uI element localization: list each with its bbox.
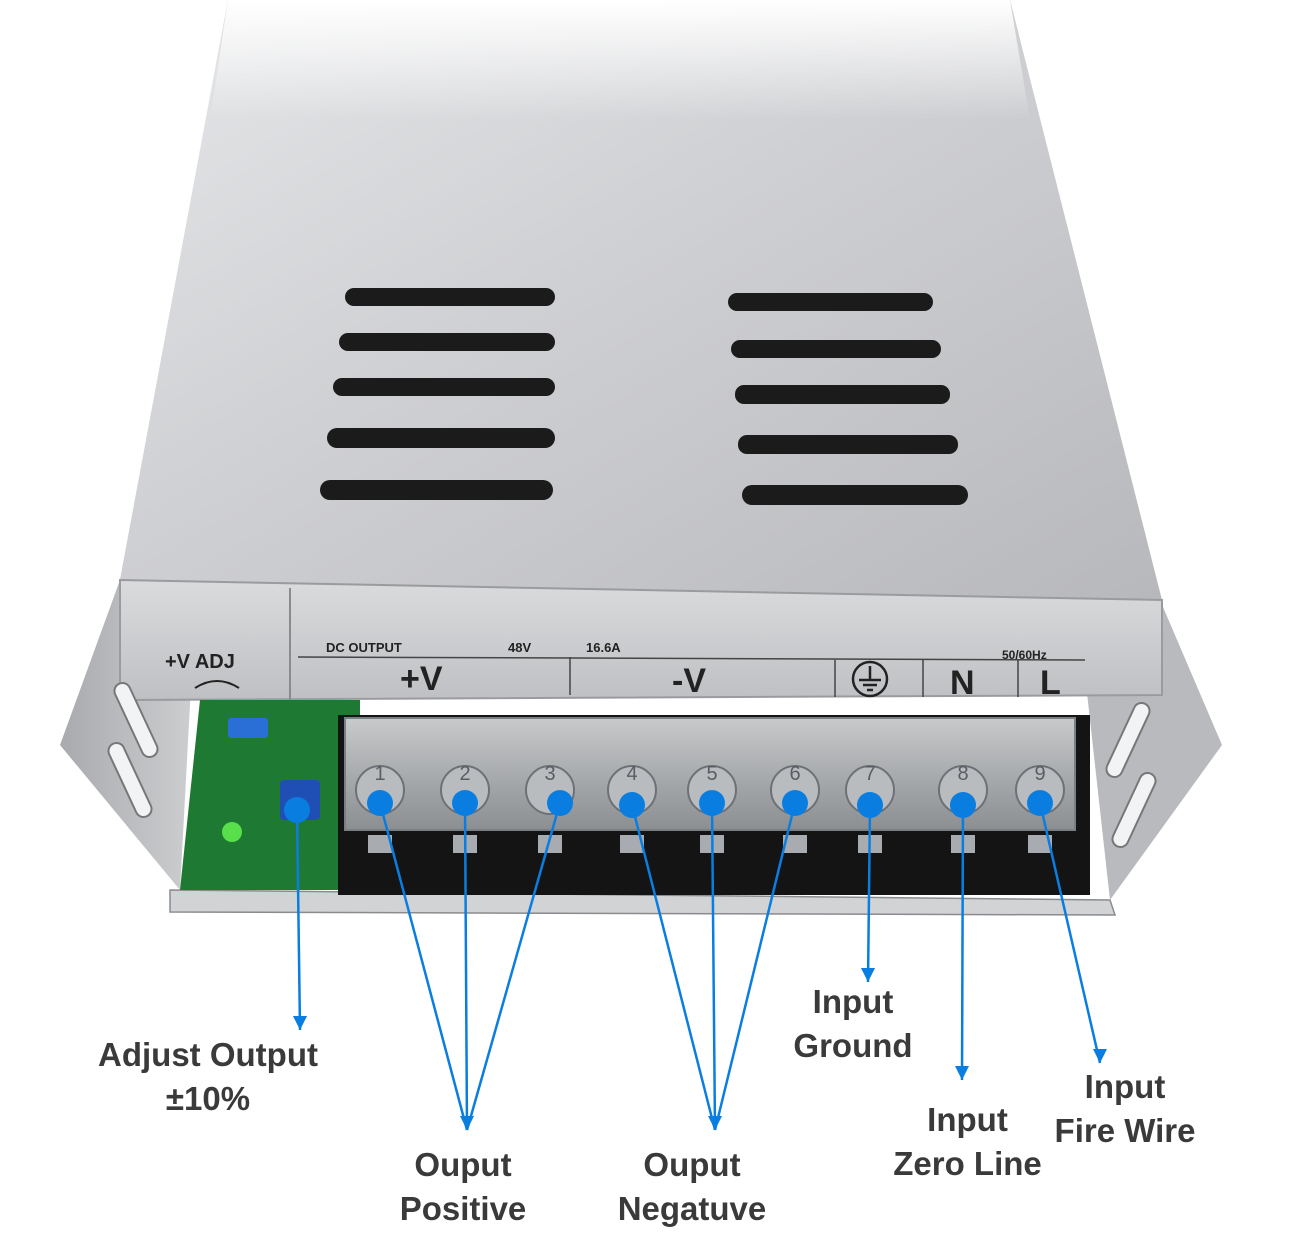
callout-line <box>378 802 469 1131</box>
callout-arrowhead-icon <box>708 1116 722 1130</box>
input-ground-label: Input Ground <box>793 983 913 1064</box>
input-zero-line-label: Input Zero Line <box>893 1101 1042 1182</box>
pcb-board <box>180 700 360 890</box>
adjust-arrow-icon <box>194 680 240 689</box>
terminal-lug <box>1028 835 1052 853</box>
callout-line <box>960 804 965 1081</box>
callout-line <box>866 804 872 983</box>
adj-label: +V ADJ <box>165 651 235 673</box>
terminal-number: 2 <box>459 763 470 785</box>
terminal-number: 6 <box>789 763 800 785</box>
panel-printing: +V ADJ DC OUTPUT 48V 16.6A 50/60Hz +V -V… <box>165 640 1086 702</box>
terminal-number: 5 <box>706 763 717 785</box>
callout-line <box>295 809 302 1031</box>
callout-arrowhead-icon <box>293 1016 307 1030</box>
terminal-number: 7 <box>864 763 875 785</box>
callout-arrowhead-icon <box>1093 1049 1107 1063</box>
current-label: 16.6A <box>586 640 621 655</box>
terminal-number: 1 <box>374 763 385 785</box>
terminal-number: 4 <box>626 763 637 785</box>
adjust-output-label: Adjust Output ±10% <box>98 1036 318 1117</box>
positive-terminal-label: +V <box>400 660 443 698</box>
callout-line <box>713 802 797 1131</box>
frequency-label: 50/60Hz <box>1002 648 1047 662</box>
vent-slots <box>320 288 968 505</box>
terminal-number: 9 <box>1034 763 1045 785</box>
ground-symbol-icon <box>851 660 889 698</box>
callout-lines <box>284 790 1107 1131</box>
callout-line <box>710 802 717 1131</box>
input-fire-wire-label: Input Fire Wire <box>1054 1068 1196 1149</box>
neutral-terminal-label: N <box>950 664 975 702</box>
terminal-lug <box>620 835 644 853</box>
callout-arrowhead-icon <box>955 1066 969 1080</box>
callout-line <box>630 804 717 1131</box>
output-positive-label: Ouput Positive <box>399 1146 527 1227</box>
terminal-number: 3 <box>544 763 555 785</box>
callout-arrowhead-icon <box>460 1116 474 1130</box>
dc-output-label: DC OUTPUT <box>326 640 402 655</box>
callout-line <box>1038 802 1102 1064</box>
callout-line <box>463 802 469 1131</box>
callout-arrowhead-icon <box>861 968 875 982</box>
voltage-label: 48V <box>508 640 531 655</box>
terminal-lug <box>368 835 392 853</box>
terminal-lug <box>538 835 562 853</box>
led-icon <box>222 822 242 842</box>
terminal-number: 8 <box>957 763 968 785</box>
negative-terminal-label: -V <box>672 662 706 700</box>
callout-line <box>465 802 562 1131</box>
line-terminal-label: L <box>1040 664 1061 702</box>
output-negative-label: Ouput Negatuve <box>617 1146 767 1227</box>
terminal-lug <box>783 835 807 853</box>
